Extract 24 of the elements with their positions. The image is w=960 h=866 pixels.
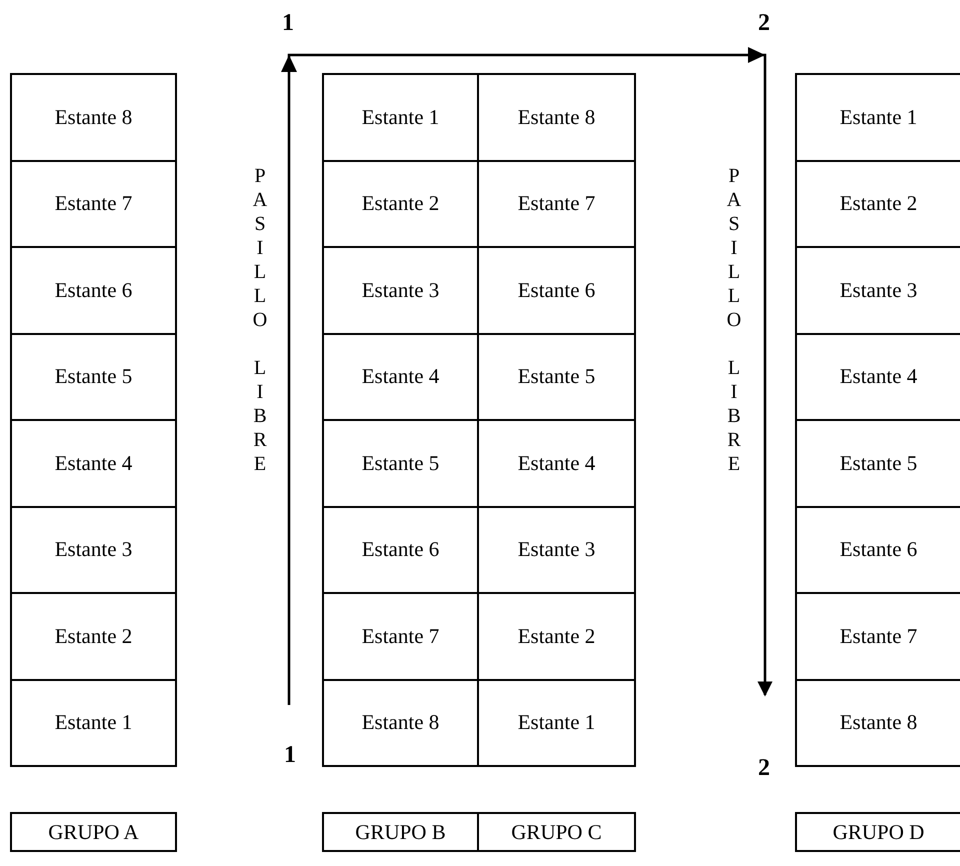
route-point-number: 2 [758,10,770,37]
group-label-box: GRUPO D [795,812,960,852]
shelf-box: Estante 2 [10,592,177,680]
shelf-box: Estante 7 [10,160,177,248]
shelf-box: Estante 3 [10,506,177,594]
shelf-box: Estante 6 [10,246,177,334]
group-label-box: GRUPO A [10,812,177,852]
route-point-number: 2 [758,755,770,782]
route-point-number: 1 [282,10,294,37]
group-label-box: GRUPO B [322,812,479,852]
shelf-box: Estante 1 [477,678,636,767]
route-point-number: 1 [284,742,296,769]
shelf-box: Estante 8 [322,678,479,767]
shelf-box: Estante 8 [795,678,960,767]
shelf-box: Estante 1 [10,678,177,767]
aisle-label: PASILLO LIBRE [724,165,744,477]
shelf-box: Estante 4 [10,419,177,508]
shelf-box: Estante 1 [322,73,479,162]
shelf-box: Estante 8 [10,73,177,162]
shelf-box: Estante 8 [477,73,636,162]
aisle-label: PASILLO LIBRE [250,165,270,477]
group-label-box: GRUPO C [477,812,636,852]
shelf-box: Estante 1 [795,73,960,162]
shelf-box: Estante 5 [10,332,177,421]
